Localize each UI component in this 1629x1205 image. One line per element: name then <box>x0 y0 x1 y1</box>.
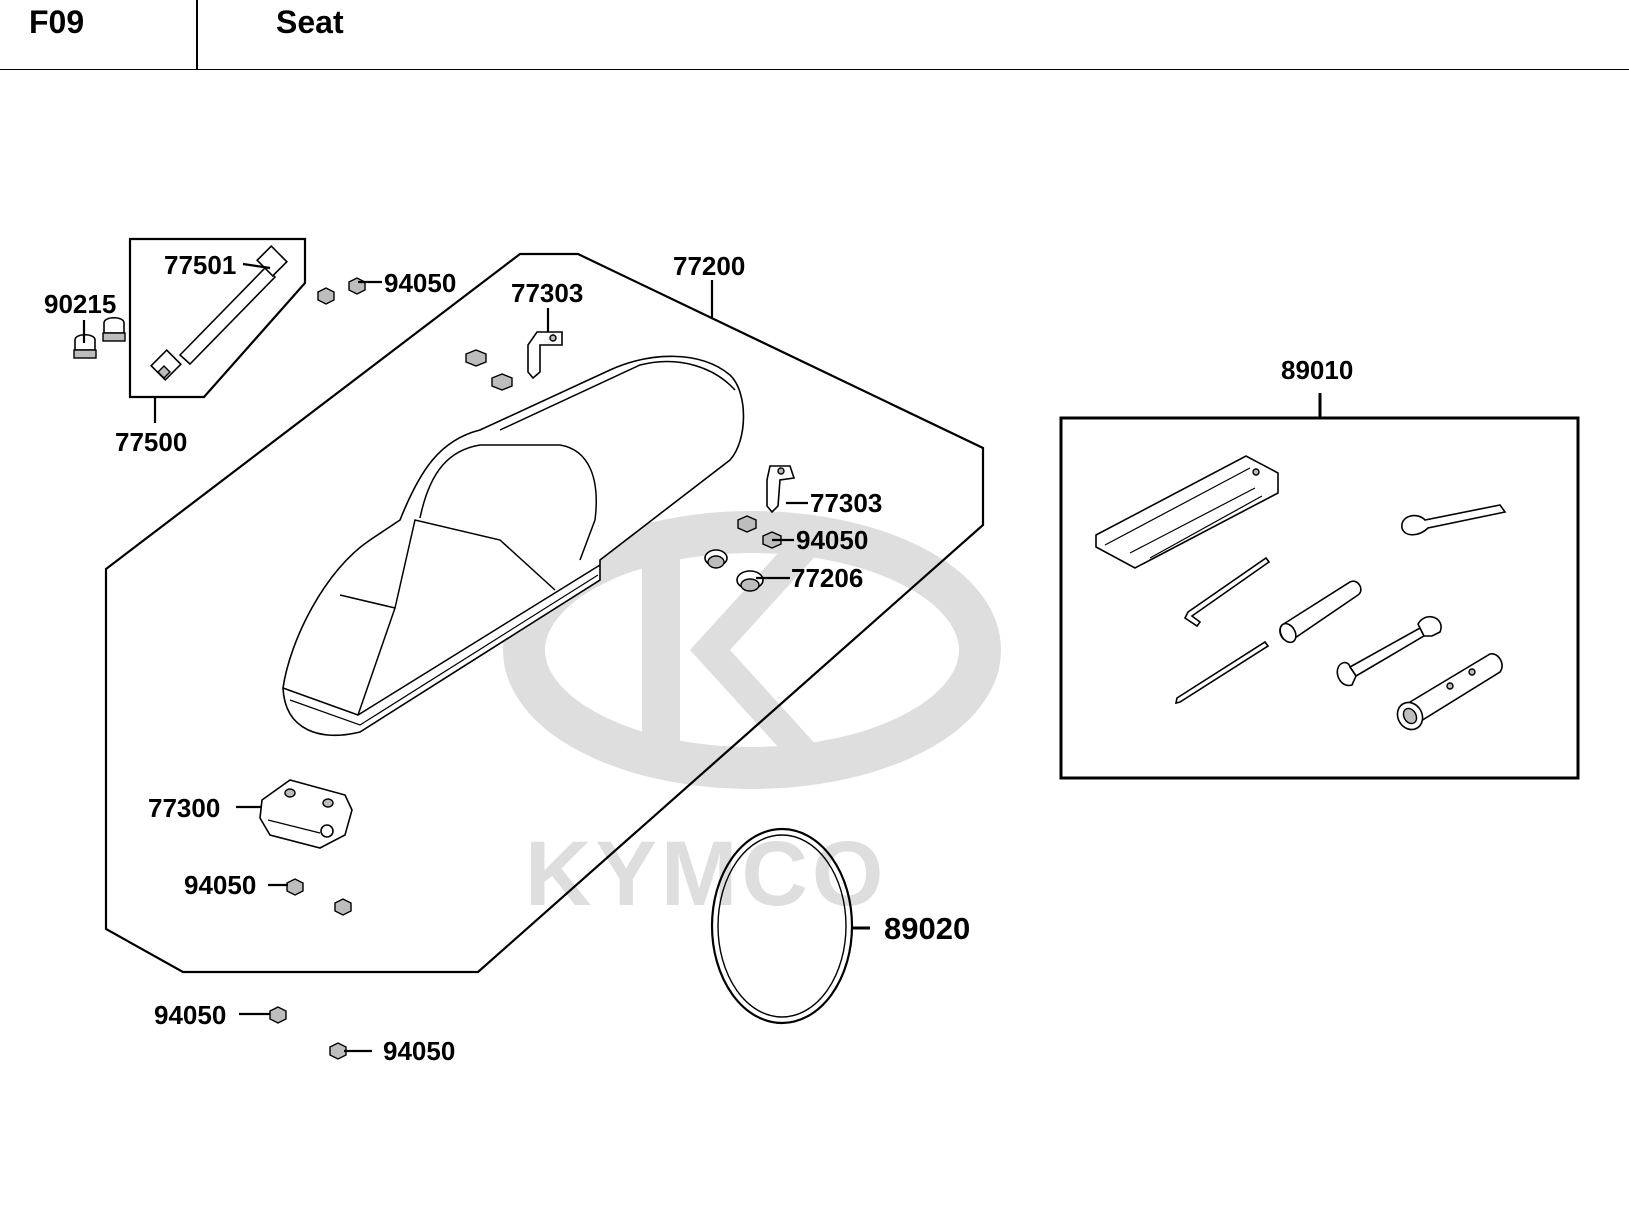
nut-cluster-top <box>465 349 513 391</box>
seat-cushion <box>282 355 745 737</box>
callout-89020: 89020 <box>884 911 970 946</box>
page-header: F09 Seat <box>0 0 1629 70</box>
cap-nuts <box>73 316 126 359</box>
grommet-cluster-right <box>704 515 782 592</box>
seat-damper-assembly <box>128 237 307 399</box>
callout-94050-bottom-a: 94050 <box>154 1000 226 1030</box>
callout-77303-right: 77303 <box>810 488 882 518</box>
seat-latch-hook-right <box>766 465 796 514</box>
callout-77501: 77501 <box>164 250 236 280</box>
belt-ring <box>710 827 854 1025</box>
section-code: F09 <box>29 4 85 40</box>
nut-cluster-hinge <box>286 878 352 916</box>
seat-latch-hook-top <box>527 331 563 380</box>
watermark-brand: KYMCO <box>525 823 887 925</box>
callout-77200: 77200 <box>673 251 745 281</box>
page-title: Seat <box>276 4 344 40</box>
watermark-logo-ring <box>503 511 1001 789</box>
callout-89010: 89010 <box>1281 355 1353 385</box>
callout-94050-right: 94050 <box>796 525 868 555</box>
watermark-logo-bar <box>642 530 680 770</box>
callout-90215: 90215 <box>44 289 116 319</box>
callout-94050-bottom-b: 94050 <box>383 1036 455 1066</box>
callout-77500: 77500 <box>115 427 187 457</box>
callout-94050-left: 94050 <box>184 870 256 900</box>
callout-77206: 77206 <box>791 563 863 593</box>
callout-94050-top: 94050 <box>384 268 456 298</box>
leader-lines <box>82 262 1322 1053</box>
callout-77300: 77300 <box>148 793 220 823</box>
header-divider <box>196 0 198 70</box>
seat-hinge-bracket <box>259 779 353 849</box>
nut-cluster-top-outside <box>317 277 366 305</box>
nut-cluster-bottom <box>269 1006 347 1060</box>
callout-77303-top: 77303 <box>511 278 583 308</box>
seat-assembly-boundary <box>104 252 985 974</box>
tool-kit-box <box>1059 416 1580 780</box>
